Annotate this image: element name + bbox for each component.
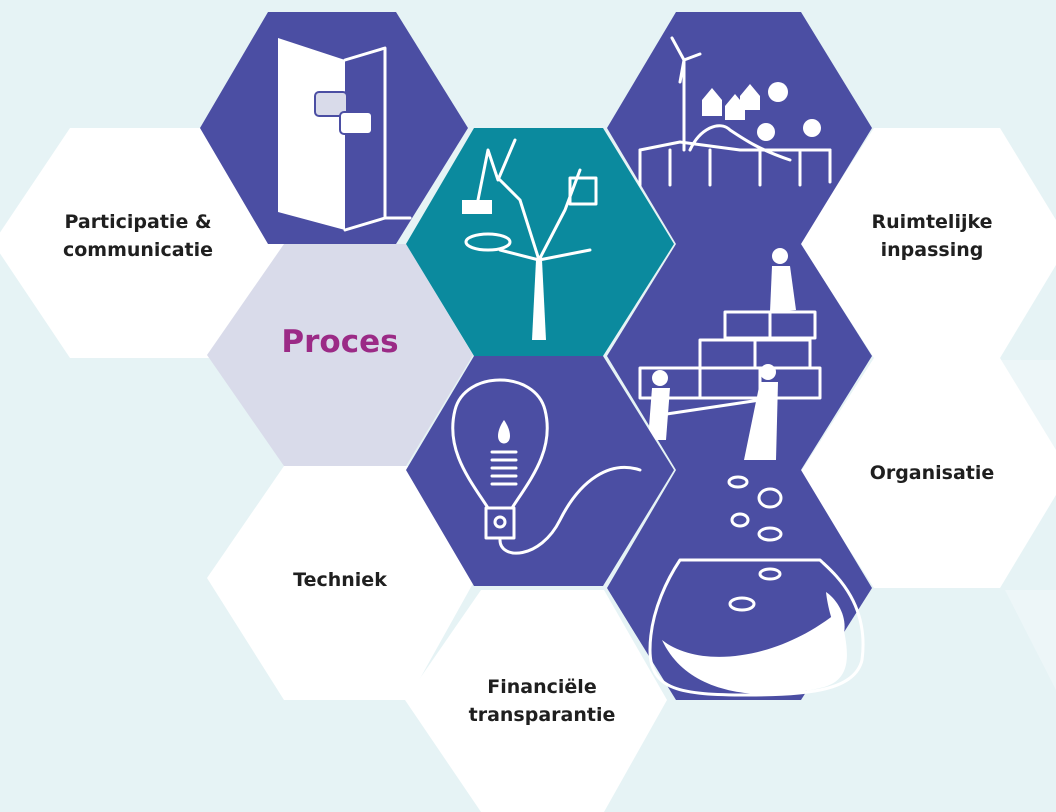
hex-techniek[interactable]: Techniek (207, 466, 476, 700)
hex-techniek-illustration (406, 356, 674, 586)
hex-organisatie-illustration (607, 244, 872, 470)
label-financiele-line2: transparantie (469, 704, 616, 726)
label-techniek: Techniek (293, 569, 387, 591)
label-organisatie: Organisatie (870, 462, 995, 484)
background-hex-right-lower (1005, 590, 1056, 690)
wind-turbine-puzzle-landscape-icon (638, 36, 832, 187)
coins-pot-fire-icon (648, 475, 865, 697)
hex-financiele-transparantie[interactable]: Financiële transparantie (405, 590, 667, 812)
hex-financiele-illustration (607, 470, 872, 700)
label-participatie-line1: Participatie & (64, 211, 211, 233)
lightbulb-droplet-icon (451, 378, 642, 555)
hex-participatie-illustration (200, 12, 468, 244)
people-building-blocks-icon (638, 248, 822, 460)
hex-proces[interactable]: Proces (207, 244, 473, 466)
label-ruimtelijke-line2: inpassing (881, 239, 984, 261)
hex-organisatie[interactable]: Organisatie (800, 358, 1056, 588)
money-tree-icon (462, 138, 598, 340)
hex-tree-illustration (406, 128, 674, 356)
label-financiele-line1: Financiële (487, 676, 596, 698)
label-ruimtelijke-line1: Ruimtelijke (872, 211, 993, 233)
label-proces: Proces (281, 324, 398, 360)
hex-ruimtelijke-illustration (607, 12, 872, 244)
label-participatie-line2: communicatie (63, 239, 213, 261)
door-with-speech-bubbles-icon (278, 38, 412, 232)
hex-ruimtelijke-inpassing[interactable]: Ruimtelijke inpassing (800, 128, 1056, 358)
